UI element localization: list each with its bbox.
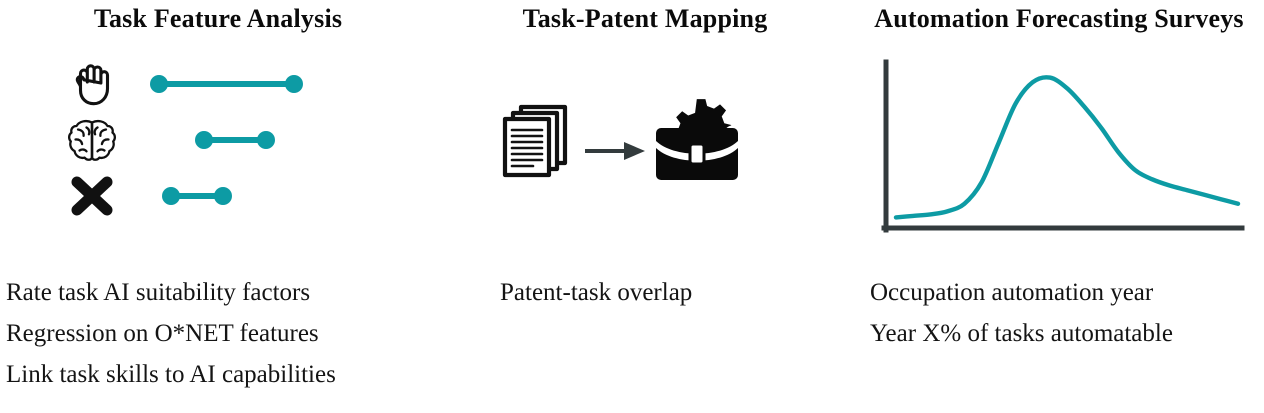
range-bar-track bbox=[202, 137, 268, 143]
mapping-graphic bbox=[432, 96, 852, 216]
distribution-curve bbox=[893, 75, 1241, 220]
panel-task-patent-mapping: Task-Patent Mapping bbox=[432, 0, 852, 413]
range-bar-end-knob bbox=[257, 131, 275, 149]
range-bar-hand bbox=[150, 75, 303, 93]
range-bar-track bbox=[169, 193, 225, 199]
panel-title: Automation Forecasting Surveys bbox=[874, 4, 1244, 33]
panel-captions: Occupation automation year Year X% of ta… bbox=[852, 272, 1264, 354]
documents-stack-icon bbox=[500, 102, 578, 187]
caption-line: Occupation automation year bbox=[870, 279, 1154, 306]
forecast-distribution-chart bbox=[870, 58, 1250, 250]
panel-captions: Patent-task overlap bbox=[432, 272, 920, 313]
feature-row-group bbox=[0, 56, 432, 224]
chart-svg bbox=[881, 59, 1245, 233]
hand-icon bbox=[66, 59, 118, 109]
caption-line: Regression on O*NET features bbox=[6, 320, 319, 347]
range-bar-end-knob bbox=[285, 75, 303, 93]
range-bar-end-knob bbox=[214, 187, 232, 205]
feature-row bbox=[0, 56, 432, 112]
range-bar-start-knob bbox=[162, 187, 180, 205]
panel-captions: Rate task AI suitability factors Regress… bbox=[0, 272, 438, 395]
panel-title: Task-Patent Mapping bbox=[522, 4, 768, 33]
range-bar-start-knob bbox=[195, 131, 213, 149]
range-bar-track bbox=[157, 81, 296, 87]
right-arrow-icon bbox=[584, 140, 646, 167]
range-bar-brain bbox=[195, 131, 275, 149]
caption-line: Link task skills to AI capabilities bbox=[6, 361, 336, 388]
panel-automation-forecasting-surveys: Automation Forecasting Surveys Occupatio… bbox=[852, 0, 1264, 413]
briefcase-gear-icon bbox=[650, 96, 762, 205]
feature-row bbox=[0, 168, 432, 224]
range-bar-x bbox=[162, 187, 232, 205]
caption-line: Patent-task overlap bbox=[500, 279, 693, 306]
feature-row bbox=[0, 112, 432, 168]
panel-title: Task Feature Analysis bbox=[93, 4, 343, 33]
caption-line: Year X% of tasks automatable bbox=[870, 320, 1173, 347]
panel-task-feature-analysis: Task Feature Analysis bbox=[0, 0, 432, 413]
brain-icon bbox=[66, 115, 118, 165]
caption-line: Rate task AI suitability factors bbox=[6, 279, 311, 306]
x-icon bbox=[66, 171, 118, 221]
range-bar-start-knob bbox=[150, 75, 168, 93]
